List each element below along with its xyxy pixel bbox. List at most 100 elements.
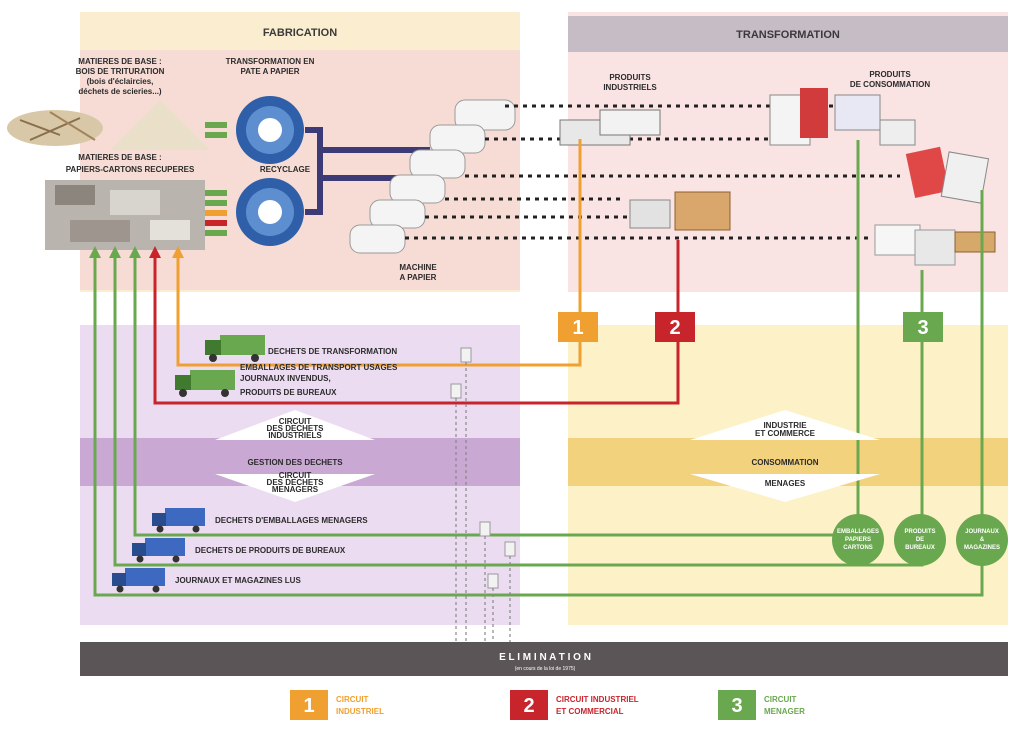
raw-paper-label-1: MATIERES DE BASE : bbox=[78, 153, 161, 162]
raw-wood-label-2: BOIS DE TRITURATION bbox=[76, 67, 165, 76]
paper-machine-image bbox=[349, 99, 516, 254]
legend-number-1: 1 bbox=[303, 695, 314, 717]
svg-text:MAGAZINES: MAGAZINES bbox=[964, 545, 1000, 551]
input-arrows-bottom bbox=[205, 190, 227, 236]
waste-transformation-label: DECHETS DE TRANSFORMATION bbox=[268, 347, 397, 356]
svg-text:EMBALLAGES: EMBALLAGES bbox=[837, 529, 879, 535]
truck-icon-transport bbox=[175, 370, 235, 397]
circuit-industrial-label-1: CIRCUIT bbox=[279, 417, 312, 426]
magazines-label: JOURNAUX ET MAGAZINES LUS bbox=[175, 576, 301, 585]
households-label: MENAGES bbox=[765, 479, 806, 488]
circuit-industrial-label-2: DES DECHETS bbox=[267, 424, 325, 433]
svg-text:BUREAUX: BUREAUX bbox=[905, 545, 935, 551]
raw-wood-label-4: déchets de scieries...) bbox=[78, 87, 161, 96]
legend-number-3: 3 bbox=[731, 695, 742, 717]
recycled-paper-image bbox=[45, 180, 205, 250]
badge-2 bbox=[655, 312, 695, 342]
industry-commerce-arrow bbox=[690, 410, 880, 440]
fabrication-header: FABRICATION bbox=[263, 27, 337, 39]
wood-chips-image bbox=[7, 100, 210, 150]
svg-text:JOURNAUX: JOURNAUX bbox=[965, 529, 999, 535]
consumer-products-label-1: PRODUITS bbox=[869, 70, 911, 79]
consumer-products-image bbox=[769, 88, 916, 146]
svg-text:CARTONS: CARTONS bbox=[843, 545, 873, 551]
households-arrow bbox=[690, 474, 880, 502]
raw-wood-label-1: MATIERES DE BASE : bbox=[78, 57, 161, 66]
legend: 1 CIRCUIT INDUSTRIEL 2 CIRCUIT INDUSTRIEL ET … bbox=[290, 690, 805, 720]
svg-text:DE: DE bbox=[916, 537, 924, 543]
circuit-industrial-label-3: INDUSTRIELS bbox=[268, 431, 322, 440]
industry-commerce-label-2: ET COMMERCE bbox=[755, 429, 816, 438]
pulp-label-1: TRANSFORMATION EN bbox=[226, 57, 315, 66]
badge-3 bbox=[903, 312, 943, 342]
industrial-products-image bbox=[559, 109, 661, 146]
pulp-machine-bottom-icon bbox=[236, 178, 304, 246]
circuit-1-path bbox=[176, 139, 582, 367]
legend-text-2-line1: CIRCUIT INDUSTRIEL bbox=[556, 695, 639, 704]
truck-icon-magazines bbox=[112, 568, 165, 593]
circuit-1-arrowhead bbox=[172, 246, 184, 258]
elimination-bar bbox=[80, 642, 1008, 676]
magazines-image bbox=[905, 146, 990, 204]
unsold-papers-label: JOURNAUX INVENDUS, bbox=[240, 374, 331, 383]
circuit-3-arrowheads bbox=[89, 246, 141, 258]
legend-swatch-1 bbox=[290, 690, 328, 720]
office-products-label: PRODUITS DE BUREAUX bbox=[240, 388, 337, 397]
machine-label-2: A PAPIER bbox=[400, 273, 437, 282]
consumer-products-label-2: DE CONSOMMATION bbox=[850, 80, 931, 89]
industry-commerce-label-1: INDUSTRIE bbox=[763, 421, 807, 430]
circle-office: PRODUITS DE BUREAUX bbox=[894, 514, 946, 566]
legend-swatch-2 bbox=[510, 690, 548, 720]
transformation-header-bar bbox=[568, 16, 1008, 52]
consumption-label: CONSOMMATION bbox=[752, 458, 819, 467]
svg-text:&: & bbox=[980, 537, 985, 543]
industrial-products-label-1: PRODUITS bbox=[609, 73, 651, 82]
legend-number-2: 2 bbox=[523, 695, 534, 717]
legend-swatch-3 bbox=[718, 690, 756, 720]
transformation-header: TRANSFORMATION bbox=[736, 29, 840, 41]
hh-packaging-label: DECHETS D'EMBALLAGES MENAGERS bbox=[215, 516, 368, 525]
office-paper-image bbox=[874, 224, 996, 266]
legend-text-3-line1: CIRCUIT bbox=[764, 695, 797, 704]
pulp-flow-lines bbox=[305, 127, 430, 215]
industrial-circuit-arrow bbox=[215, 410, 375, 440]
badge-2-number: 2 bbox=[669, 317, 680, 339]
circuit-household-label-1: CIRCUIT bbox=[279, 471, 312, 480]
circuit-household-label-3: MENAGERS bbox=[272, 485, 319, 494]
household-circuit-arrow bbox=[215, 474, 375, 502]
badge-1-number: 1 bbox=[572, 317, 583, 339]
legend-text-2-line2: ET COMMERCIAL bbox=[556, 707, 624, 716]
legend-text-3-line2: MENAGER bbox=[764, 707, 805, 716]
circle-magazines: JOURNAUX & MAGAZINES bbox=[956, 514, 1008, 566]
circle-packaging: EMBALLAGES PAPIERS CARTONS bbox=[832, 514, 884, 566]
svg-text:PAPIERS: PAPIERS bbox=[845, 537, 871, 543]
input-arrows-top bbox=[205, 122, 227, 138]
truck-icon-office bbox=[132, 538, 185, 563]
badge-3-number: 3 bbox=[917, 317, 928, 339]
pulp-machine-top-icon bbox=[236, 96, 304, 164]
circuit-2-arrowhead bbox=[149, 246, 161, 258]
elimination-label: E L I M I N A T I O N bbox=[499, 652, 591, 663]
truck-icon-packaging bbox=[152, 508, 205, 533]
raw-wood-label-3: (bois d'éclaircies, bbox=[87, 77, 154, 86]
waste-management-label: GESTION DES DECHETS bbox=[247, 458, 343, 467]
elimination-dashed-lines bbox=[455, 362, 511, 642]
raw-paper-label-2: PAPIERS-CARTONS RECUPERES bbox=[66, 165, 195, 174]
pulp-label-2: PATE A PAPIER bbox=[241, 67, 300, 76]
truck-icon-transfo bbox=[205, 335, 265, 362]
circuit-household-label-2: DES DECHETS bbox=[267, 478, 325, 487]
elimination-sub-label: (en cours de la loi de 1975) bbox=[515, 666, 576, 672]
svg-text:PRODUITS: PRODUITS bbox=[904, 529, 935, 535]
industrial-products-label-2: INDUSTRIELS bbox=[603, 83, 657, 92]
legend-text-1-line2: INDUSTRIEL bbox=[336, 707, 384, 716]
machine-label-1: MACHINE bbox=[399, 263, 437, 272]
legend-text-1-line1: CIRCUIT bbox=[336, 695, 369, 704]
office-waste-label: DECHETS DE PRODUITS DE BUREAUX bbox=[195, 546, 346, 555]
badge-1 bbox=[558, 312, 598, 342]
circuit-3-paths bbox=[93, 140, 984, 597]
boxes-image bbox=[629, 191, 731, 231]
recyclage-label: RECYCLAGE bbox=[260, 165, 311, 174]
transport-packaging-label: EMBALLAGES DE TRANSPORT USAGES bbox=[240, 363, 398, 372]
